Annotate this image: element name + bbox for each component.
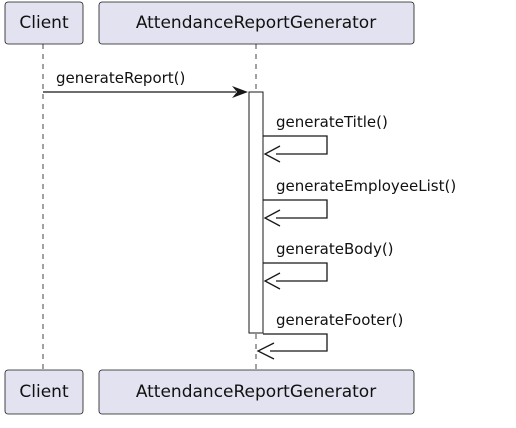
message-generate-employee-list: generateEmployeeList() xyxy=(263,177,456,227)
participant-client-top[interactable]: Client xyxy=(4,1,84,45)
participant-generator-top[interactable]: AttendanceReportGenerator xyxy=(98,1,415,45)
message-generate-title: generateTitle() xyxy=(263,113,388,163)
participant-generator-top-label: AttendanceReportGenerator xyxy=(136,13,376,33)
message-generate-employee-list-label: generateEmployeeList() xyxy=(276,177,456,195)
participant-generator-bottom[interactable]: AttendanceReportGenerator xyxy=(98,369,415,415)
message-generate-body-label: generateBody() xyxy=(276,240,394,258)
message-generate-title-arrowhead xyxy=(263,145,281,163)
message-generate-report-arrowhead xyxy=(232,86,248,98)
participant-generator-bottom-label: AttendanceReportGenerator xyxy=(136,382,376,402)
message-generate-title-label: generateTitle() xyxy=(276,113,388,131)
message-generate-footer: generateFooter() xyxy=(256,311,403,360)
participant-client-bottom-label: Client xyxy=(19,382,69,402)
participant-client-bottom[interactable]: Client xyxy=(4,369,84,415)
message-generate-body: generateBody() xyxy=(263,240,394,290)
message-generate-report-label: generateReport() xyxy=(56,69,185,87)
message-generate-footer-arrowhead xyxy=(256,342,275,360)
generator-activation-bar xyxy=(248,91,264,334)
participant-client-top-label: Client xyxy=(19,13,69,33)
message-generate-report: generateReport() xyxy=(43,69,248,98)
message-generate-body-arrowhead xyxy=(263,272,281,290)
message-generate-footer-label: generateFooter() xyxy=(276,311,403,329)
message-generate-employee-list-arrowhead xyxy=(263,209,281,227)
